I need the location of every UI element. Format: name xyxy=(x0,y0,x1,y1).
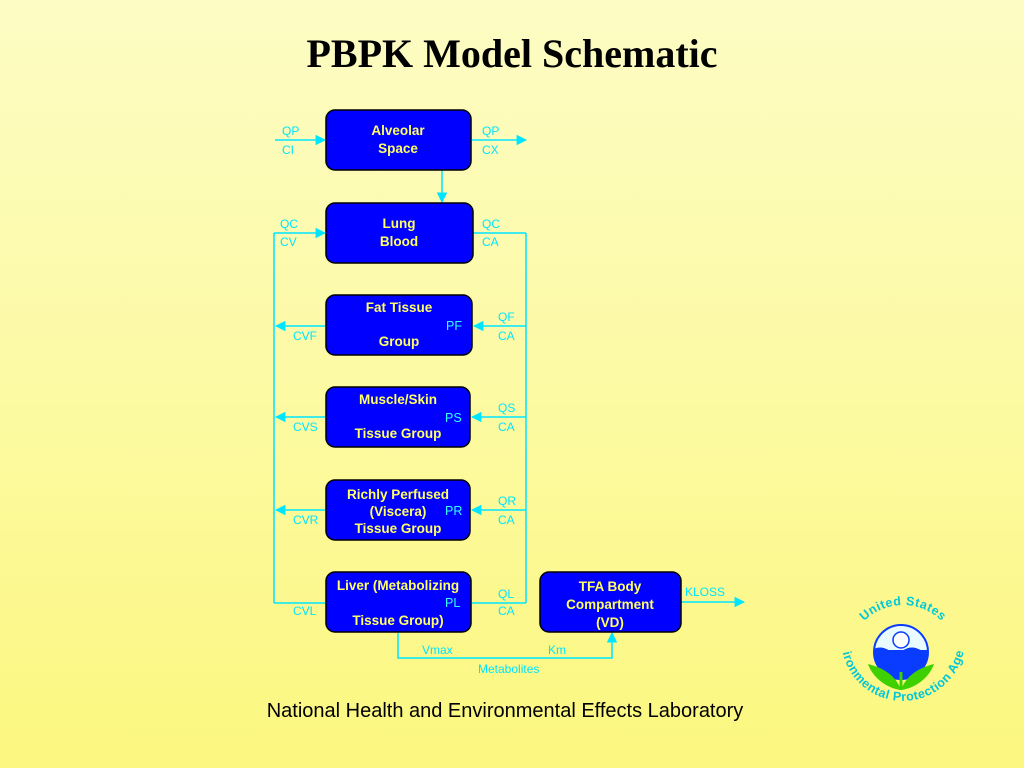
tfa-line3: (VD) xyxy=(596,615,624,630)
label-vmax: Vmax xyxy=(422,643,453,657)
label-richly-qr: QR xyxy=(498,494,516,508)
fat-line1: Fat Tissue xyxy=(366,300,433,315)
label-muscle-ca: CA xyxy=(498,420,515,434)
muscle-line2: Tissue Group xyxy=(355,426,442,441)
alveolar-line2: Space xyxy=(378,141,418,156)
label-alveolar-in-qp: QP xyxy=(282,124,299,138)
compartment-richly-perfused: Richly Perfused (Viscera) PR Tissue Grou… xyxy=(325,479,471,541)
compartment-liver: Liver (Metabolizing PL Tissue Group) xyxy=(325,571,472,633)
compartment-muscle: Muscle/Skin PS Tissue Group xyxy=(325,386,471,448)
label-lung-in-cv: CV xyxy=(280,235,297,249)
richly-line2: (Viscera) xyxy=(370,504,427,519)
label-lung-out-qc: QC xyxy=(482,217,500,231)
metabolism-path xyxy=(397,631,618,659)
richly-line3: Tissue Group xyxy=(355,521,442,536)
slide-title: PBPK Model Schematic xyxy=(306,31,718,76)
label-alveolar-in-ci: CI xyxy=(282,143,294,157)
label-alveolar-out-cx: CX xyxy=(482,143,499,157)
liver-line1: Liver (Metabolizing xyxy=(337,578,459,593)
lung-line1: Lung xyxy=(383,216,416,231)
muscle-partition: PS xyxy=(445,411,462,425)
label-richly-cvr: CVR xyxy=(293,513,319,527)
label-fat-cvf: CVF xyxy=(293,329,317,343)
logo-arc-bottom: Environmental Protection Agency xyxy=(0,0,966,704)
logo-arc-top: United States xyxy=(857,594,949,623)
epa-seal-logo: United States Environmental Protection A… xyxy=(0,0,966,704)
label-tfa-kloss: KLOSS xyxy=(685,585,725,599)
label-alveolar-out-qp: QP xyxy=(482,124,499,138)
tfa-line1: TFA Body xyxy=(579,579,642,594)
label-lung-in-qc: QC xyxy=(280,217,298,231)
tfa-line2: Compartment xyxy=(566,597,654,612)
label-liver-cvl: CVL xyxy=(293,604,317,618)
label-richly-ca: CA xyxy=(498,513,515,527)
richly-line1: Richly Perfused xyxy=(347,487,449,502)
label-fat-qf: QF xyxy=(498,310,515,324)
flow-lines xyxy=(273,134,746,659)
alveolar-line1: Alveolar xyxy=(371,123,425,138)
muscle-line1: Muscle/Skin xyxy=(359,392,437,407)
label-fat-ca: CA xyxy=(498,329,515,343)
fat-line2: Group xyxy=(379,334,420,349)
liver-line2: Tissue Group) xyxy=(352,613,443,628)
label-lung-out-ca: CA xyxy=(482,235,499,249)
liver-partition: PL xyxy=(445,596,460,610)
richly-partition: PR xyxy=(445,504,462,518)
label-liver-ql: QL xyxy=(498,587,514,601)
compartment-alveolar: Alveolar Space xyxy=(325,109,472,171)
label-km: Km xyxy=(548,643,566,657)
compartment-lung: Lung Blood xyxy=(325,202,474,264)
label-muscle-qs: QS xyxy=(498,401,515,415)
label-liver-ca: CA xyxy=(498,604,515,618)
flow-labels: QP CI QP CX QC CV QC CA CVF QF CA CVS QS… xyxy=(280,124,725,676)
fat-partition: PF xyxy=(446,319,462,333)
compartment-fat: Fat Tissue PF Group xyxy=(325,294,473,356)
footer-lab-name: National Health and Environmental Effect… xyxy=(266,700,744,722)
compartment-tfa: TFA Body Compartment (VD) xyxy=(539,571,682,633)
lung-line2: Blood xyxy=(380,234,418,249)
label-muscle-cvs: CVS xyxy=(293,420,318,434)
label-metabolites: Metabolites xyxy=(478,662,539,676)
